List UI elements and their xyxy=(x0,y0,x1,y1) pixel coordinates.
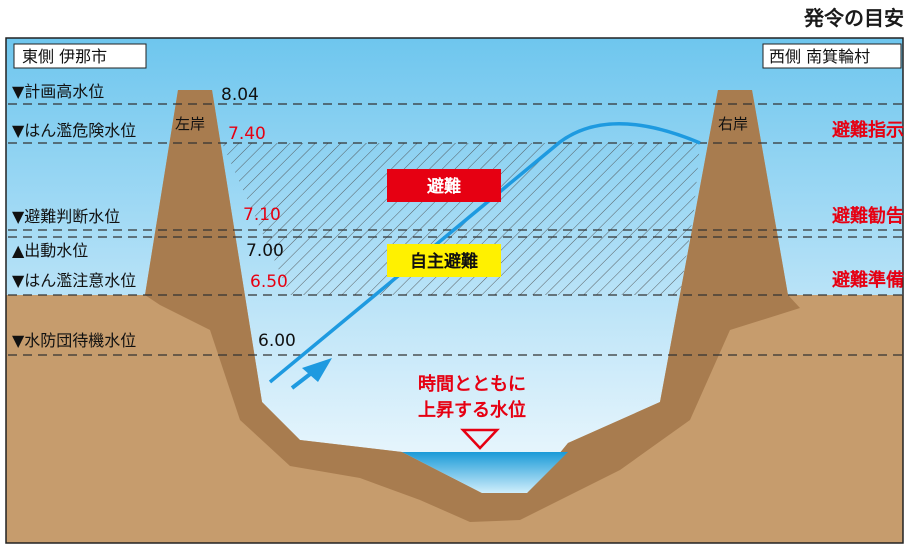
west-label-box xyxy=(762,43,902,69)
diagram-frame xyxy=(5,37,904,544)
level-value-flood-caution: 6.50 xyxy=(250,272,288,292)
order-evacuation-preparation: 避難準備 xyxy=(832,269,904,291)
level-label-evac-judgement: ▼避難判断水位 xyxy=(12,207,120,226)
level-value-evac-judgement: 7.10 xyxy=(243,205,281,225)
order-evacuation-advisory: 避難勧告 xyxy=(832,205,904,227)
level-label-flood-caution: ▼はん濫注意水位 xyxy=(12,271,136,290)
evacuation-zone-label: 避難 xyxy=(427,176,461,197)
diagram-title: 発令の目安 xyxy=(803,6,904,30)
level-value-flood-danger: 7.40 xyxy=(228,124,266,144)
evacuation-zone-badge xyxy=(387,169,501,202)
right-bank-label: 右岸 xyxy=(718,115,748,133)
hatched-warning-zone xyxy=(222,143,700,295)
voluntary-zone-label: 自主避難 xyxy=(410,251,478,272)
west-side-label: 西側 南箕輪村 xyxy=(769,47,870,66)
east-side-label: 東側 伊那市 xyxy=(22,47,107,66)
level-value-dispatch: 7.00 xyxy=(246,241,284,261)
rise-arrow-icon xyxy=(302,358,332,382)
level-label-standby: ▼水防団待機水位 xyxy=(12,331,136,350)
rising-level-curve xyxy=(268,122,701,384)
ground xyxy=(6,90,903,543)
caption-line-1: 時間とともに xyxy=(418,374,526,395)
order-evacuation-instruction: 避難指示 xyxy=(832,119,904,141)
river-water xyxy=(402,452,568,493)
level-label-dispatch: ▲出動水位 xyxy=(12,241,88,260)
voluntary-zone-badge xyxy=(387,244,501,277)
level-value-standby: 6.00 xyxy=(258,331,296,351)
water-surface-marker-icon xyxy=(460,428,500,450)
level-label-planned-high: ▼計画高水位 xyxy=(12,82,104,101)
levee-banks xyxy=(145,90,800,522)
left-bank-label: 左岸 xyxy=(175,115,205,133)
caption-line-2: 上昇する水位 xyxy=(418,399,526,421)
level-value-planned-high: 8.04 xyxy=(221,85,259,105)
east-label-box xyxy=(13,43,147,69)
level-label-flood-danger: ▼はん濫危険水位 xyxy=(12,121,136,140)
